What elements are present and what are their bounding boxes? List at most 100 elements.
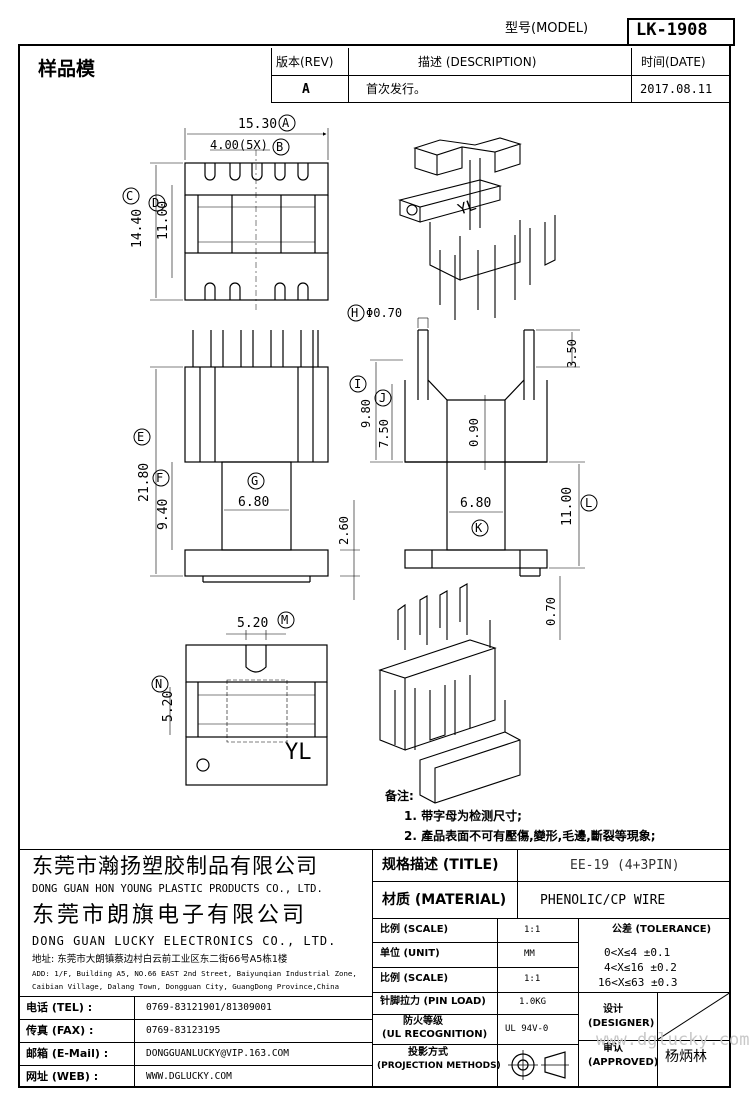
dim-d: 11.00 [156,200,171,240]
callout-l [580,494,598,512]
dim-l: 11.00 [560,486,575,526]
spec-hline-sign [578,1040,731,1041]
callout-d [148,194,166,212]
rev-label: 版本(REV) [276,55,334,69]
spec-unit-value: MM [524,949,535,959]
callout-b [272,138,290,156]
callout-g-label: G [251,474,259,488]
spec-tolerance-label: 公差 (TOLERANCE) [612,924,712,935]
dim-n: 5.20 [161,690,176,722]
watermark: www.dglucky.com [596,1030,750,1050]
callout-i-label: I [354,377,362,391]
rev-table-hline-bottom [271,102,731,103]
spec-material-value: PHENOLIC/CP WIRE [540,893,666,908]
dim-f: 9.40 [156,498,171,530]
company-name-1-en: DONG GUAN HON YOUNG PLASTIC PRODUCTS CO.… [32,883,323,895]
side-view [370,317,585,640]
top-view [150,128,329,310]
bottom-view [169,630,328,786]
note-2: 2. 產品表面不可有壓傷,變形,毛邊,斷裂等現象; [404,829,656,843]
callout-n [151,675,169,693]
spec-title-label: 规格描述 (TITLE) [382,857,499,873]
contacts-hline-3 [18,1065,373,1066]
callout-j-label: J [379,391,387,405]
callout-a [278,114,296,132]
callout-k [471,519,489,537]
contacts-hline-1 [18,1019,373,1020]
dim-a: 15.30 [238,117,278,132]
dim-h: Φ0.70 [366,306,403,320]
dim-pin-len: 3.50 [565,339,579,368]
spec-title-value: EE-19 (4+3PIN) [570,858,680,873]
callout-d-label: D [152,196,160,210]
spec-hline-3 [372,942,578,943]
front-view [150,330,360,600]
spec-vline-title [517,849,518,918]
spec-hline-1 [372,881,731,882]
model-label: 型号(MODEL) [505,21,589,36]
spec-hline-4 [372,967,578,968]
spec-scale-label: 比例 (SCALE) [380,924,449,935]
callout-c [122,187,140,205]
callout-n-label: N [155,677,163,691]
projection-symbol-icon [508,1050,569,1080]
spec-proj-label-cn: 投影方式 [408,1047,448,1058]
designer-label-en: (DESIGNER) [588,1018,655,1029]
title-block-outer [18,44,731,1088]
tolerance-line-2: 4<X≤16 ±0.2 [604,961,677,974]
spec-ul-value: UL 94V-0 [505,1024,549,1034]
contact-tel-label: 电话 (TEL) : [26,1001,93,1014]
spec-material-label: 材质 (MATERIAL) [382,892,507,908]
approved-label-en: (APPROVED) [588,1057,659,1068]
contacts-hline-0 [18,996,373,997]
spec-unit-label: 单位 (UNIT) [380,948,440,959]
callout-g [247,472,265,490]
callout-f [152,469,170,487]
callout-b-label: B [276,140,284,154]
rev-table-vline-1 [348,48,349,102]
contact-email-value: DONGGUANLUCKY@VIP.163.COM [146,1048,289,1059]
callout-f-label: F [156,471,164,485]
callout-a-label: A [282,116,290,130]
spec-hline-2 [372,918,731,919]
spec-pin-load-label: 针脚拉力 (PIN LOAD) [380,996,486,1007]
spec-hline-7 [372,1044,578,1045]
callout-h-label: H [351,306,359,320]
title-block [18,849,731,850]
callout-c-label: C [126,189,134,203]
dim-g: 6.80 [238,495,270,510]
dim-b: 4.00(5X) [210,138,268,152]
company-name-1: 东莞市瀚扬塑胶制品有限公司 [32,854,318,878]
dim-m: 5.20 [237,616,269,631]
callout-m-label: M [281,613,289,627]
contact-fax-label: 传真 (FAX) : [26,1024,94,1037]
spec-scale-value: 1:1 [524,925,541,935]
rev-table-vline-2 [631,48,632,102]
title-block-vline [372,849,373,1088]
contacts-vline [134,996,135,1088]
spec-ul-label-cn: 防火等级 [403,1016,443,1027]
isometric-view-top [398,137,556,320]
callout-j [374,389,392,407]
tolerance-line-3: 16<X≤63 ±0.3 [598,976,678,989]
spec-vline-1 [497,918,498,1088]
address-en-2: Caibian Village, Dalang Town, Dongguan C… [32,982,340,991]
company-name-2: 东莞市朗旗电子有限公司 [32,903,308,928]
contact-tel-value: 0769-83121901/81309001 [146,1002,272,1013]
dim-k: 6.80 [460,496,492,511]
sample-label: 样品模 [38,58,96,80]
model-value: LK-1908 [636,20,708,40]
approved-value: 杨炳林 [665,1049,707,1065]
callout-k-label: K [475,521,483,535]
spec-scale2-value: 1:1 [524,974,541,984]
notes-title: 备注: [385,789,414,803]
designer-label-cn: 设计 [603,1004,623,1015]
dim-e: 21.80 [137,462,152,502]
dim-base: 2.60 [337,516,351,545]
spec-hline-5 [372,992,731,993]
tolerance-line-1: 0<X≤4 ±0.1 [604,946,671,959]
company-name-2-en: DONG GUAN LUCKY ELECTRONICS CO., LTD. [32,934,337,948]
isometric-view-bottom [378,583,521,804]
callout-l-label: L [585,496,593,510]
spec-ul-label-en: (UL RECOGNITION) [382,1029,488,1040]
